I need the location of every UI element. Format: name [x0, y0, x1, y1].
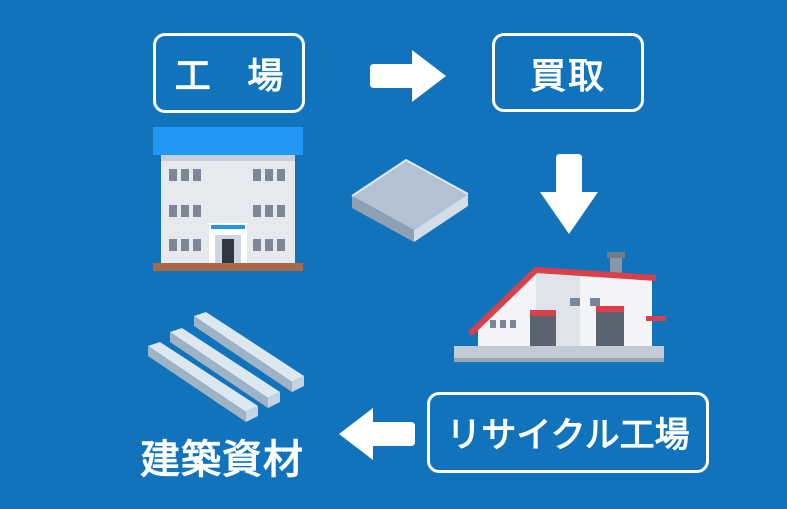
factory-label: 工 場: [174, 56, 296, 97]
recycling-plant-building-icon: [454, 252, 666, 362]
purchase-label-box: 買取: [492, 33, 644, 112]
materials-label: 建築資材: [140, 437, 304, 483]
arrow-right-icon: [370, 50, 446, 102]
arrow-left-icon: [339, 408, 415, 460]
recycle-plant-label: リサイクル工場: [446, 416, 690, 456]
arrow-down-icon: [540, 154, 598, 234]
material-panel-icon: [351, 158, 469, 242]
office-building-icon: [153, 127, 303, 271]
purchase-label: 買取: [529, 55, 606, 97]
recycle-plant-label-box: リサイクル工場: [427, 392, 709, 473]
building-lumber-icon: [148, 312, 304, 422]
factory-label-box: 工 場: [153, 33, 305, 113]
